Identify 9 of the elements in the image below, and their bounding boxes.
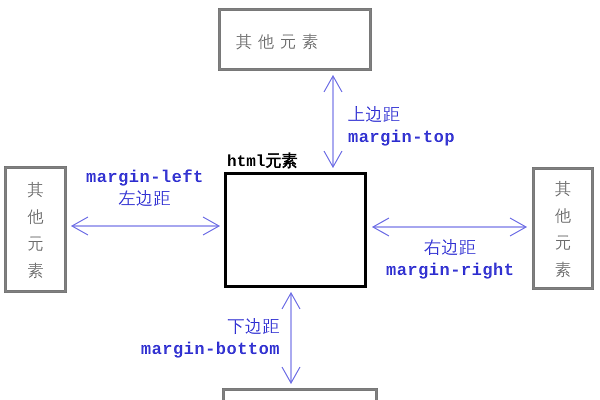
- element-box: 其他元素: [218, 8, 372, 71]
- double-headed-arrow: [323, 75, 343, 168]
- element-box: [222, 388, 378, 400]
- element-box: 其他元素: [4, 166, 67, 293]
- element-box: 其他元素: [532, 167, 594, 290]
- double-headed-arrow: [71, 216, 220, 236]
- double-headed-arrow: [281, 292, 301, 384]
- double-headed-arrow: [372, 217, 527, 237]
- element-label: html元素: [227, 152, 298, 172]
